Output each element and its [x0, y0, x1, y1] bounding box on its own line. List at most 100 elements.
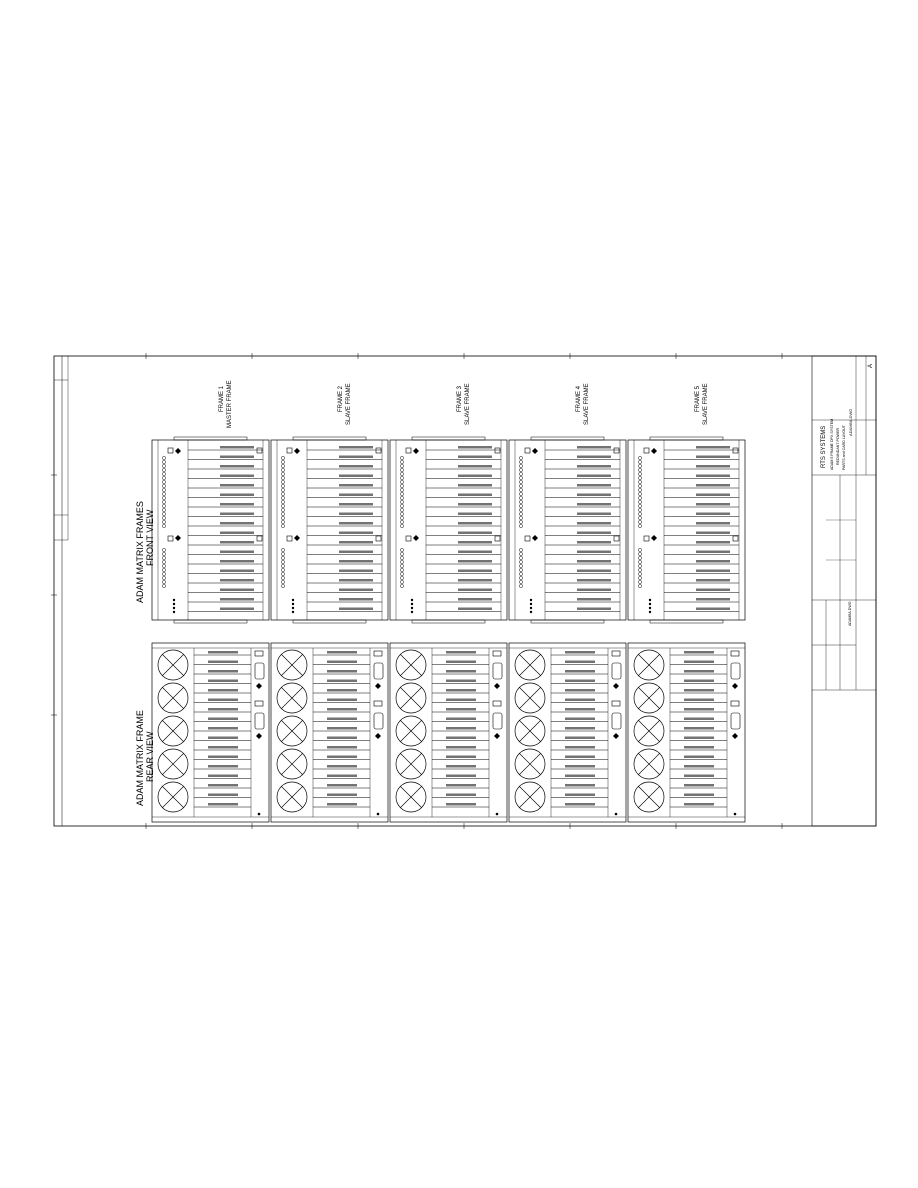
rear-card-label-mark	[327, 755, 357, 758]
front-led	[400, 496, 404, 500]
rear-connector	[492, 700, 502, 707]
front-card-label-mark	[339, 455, 373, 458]
front-card-label-mark	[577, 493, 611, 496]
fan-cross	[638, 654, 660, 676]
front-led	[400, 560, 404, 564]
front-diamond	[532, 448, 538, 454]
revision-strip	[54, 356, 69, 826]
fan-cross	[519, 654, 541, 676]
rear-card-label-mark	[208, 765, 238, 768]
front-switch	[494, 447, 501, 454]
rear-card-label-mark	[327, 803, 357, 806]
rear-dot	[614, 812, 618, 816]
front-led	[162, 568, 166, 572]
front-card-label-mark	[458, 455, 492, 458]
rear-card-label-mark	[327, 660, 357, 663]
front-led	[281, 456, 285, 460]
front-led	[638, 580, 642, 584]
front-card-label-mark	[220, 512, 254, 515]
rear-card-label-mark	[327, 736, 357, 739]
rear-diamond	[375, 733, 381, 739]
front-card-label-mark	[696, 550, 730, 553]
front-led	[519, 456, 523, 460]
front-switch	[524, 447, 531, 454]
rear-card-label-mark	[208, 679, 238, 682]
front-led	[281, 472, 285, 476]
front-led	[638, 560, 642, 564]
rear-card-label-mark	[565, 717, 595, 720]
fan-circle	[395, 748, 427, 780]
front-led	[281, 516, 285, 520]
front-led	[638, 456, 642, 460]
front-dot	[172, 598, 176, 602]
front-card-label-mark	[220, 598, 254, 601]
front-led	[400, 460, 404, 464]
fan-icon	[395, 781, 427, 813]
rear-diamond	[732, 683, 738, 689]
front-led	[519, 560, 523, 564]
rear-dot	[376, 812, 380, 816]
front-led	[162, 580, 166, 584]
rear-card-label-mark	[327, 727, 357, 730]
fan-cross	[638, 753, 660, 775]
front-led	[519, 576, 523, 580]
fan-cross	[400, 786, 422, 808]
front-card-label-mark	[696, 493, 730, 496]
front-led	[400, 480, 404, 484]
rear-connector	[730, 700, 740, 707]
border-ticks	[51, 353, 783, 829]
frame-captions: FRAME 1 MASTER FRAME FRAME 2 SLAVE FRAME…	[219, 380, 709, 428]
fan-cross	[162, 720, 184, 742]
front-led	[281, 480, 285, 484]
fan-circle	[514, 715, 546, 747]
rear-dsub-connector	[373, 712, 384, 730]
front-card-label-mark	[458, 503, 492, 506]
rear-card-label-mark	[684, 793, 714, 796]
front-handle-top	[292, 436, 367, 441]
front-led	[638, 500, 642, 504]
rear-card-label-mark	[565, 755, 595, 758]
fan-cross	[638, 720, 660, 742]
front-led	[281, 484, 285, 488]
front-handle-bottom	[292, 619, 367, 624]
rear-card-label-mark	[565, 793, 595, 796]
rear-view-title-1: ADAM MATRIX FRAME	[135, 710, 145, 806]
front-led	[281, 552, 285, 556]
fan-circle	[633, 649, 665, 681]
front-card-label-mark	[577, 588, 611, 591]
front-led	[162, 548, 166, 552]
frame-3-role: SLAVE FRAME	[465, 383, 471, 425]
front-switch	[286, 447, 293, 454]
front-led	[400, 476, 404, 480]
rear-card-label-mark	[684, 679, 714, 682]
front-led	[162, 572, 166, 576]
rear-card-label-mark	[446, 660, 476, 663]
front-card-label-mark	[220, 541, 254, 544]
front-card-label-mark	[458, 569, 492, 572]
front-led	[162, 576, 166, 580]
rear-dsub-connector	[492, 662, 503, 680]
front-led	[519, 468, 523, 472]
front-card-label-mark	[458, 522, 492, 525]
title-company: RTS SYSTEMS	[821, 426, 827, 468]
fan-circle	[395, 715, 427, 747]
front-led	[638, 512, 642, 516]
front-card-label-mark	[458, 588, 492, 591]
front-led	[519, 572, 523, 576]
frame-4-number: FRAME 4	[576, 385, 582, 412]
front-led	[519, 564, 523, 568]
front-led	[162, 524, 166, 528]
front-led	[162, 564, 166, 568]
rear-card-label-mark	[446, 679, 476, 682]
front-handle-top	[649, 436, 724, 441]
front-led	[400, 508, 404, 512]
rear-card-label-mark	[684, 784, 714, 787]
rear-diamond	[732, 733, 738, 739]
front-led	[162, 508, 166, 512]
frame-3-number: FRAME 3	[457, 385, 463, 412]
front-handle-top	[173, 436, 248, 441]
fan-cross	[162, 687, 184, 709]
rear-card-label-mark	[565, 746, 595, 749]
front-card-label-mark	[458, 560, 492, 563]
